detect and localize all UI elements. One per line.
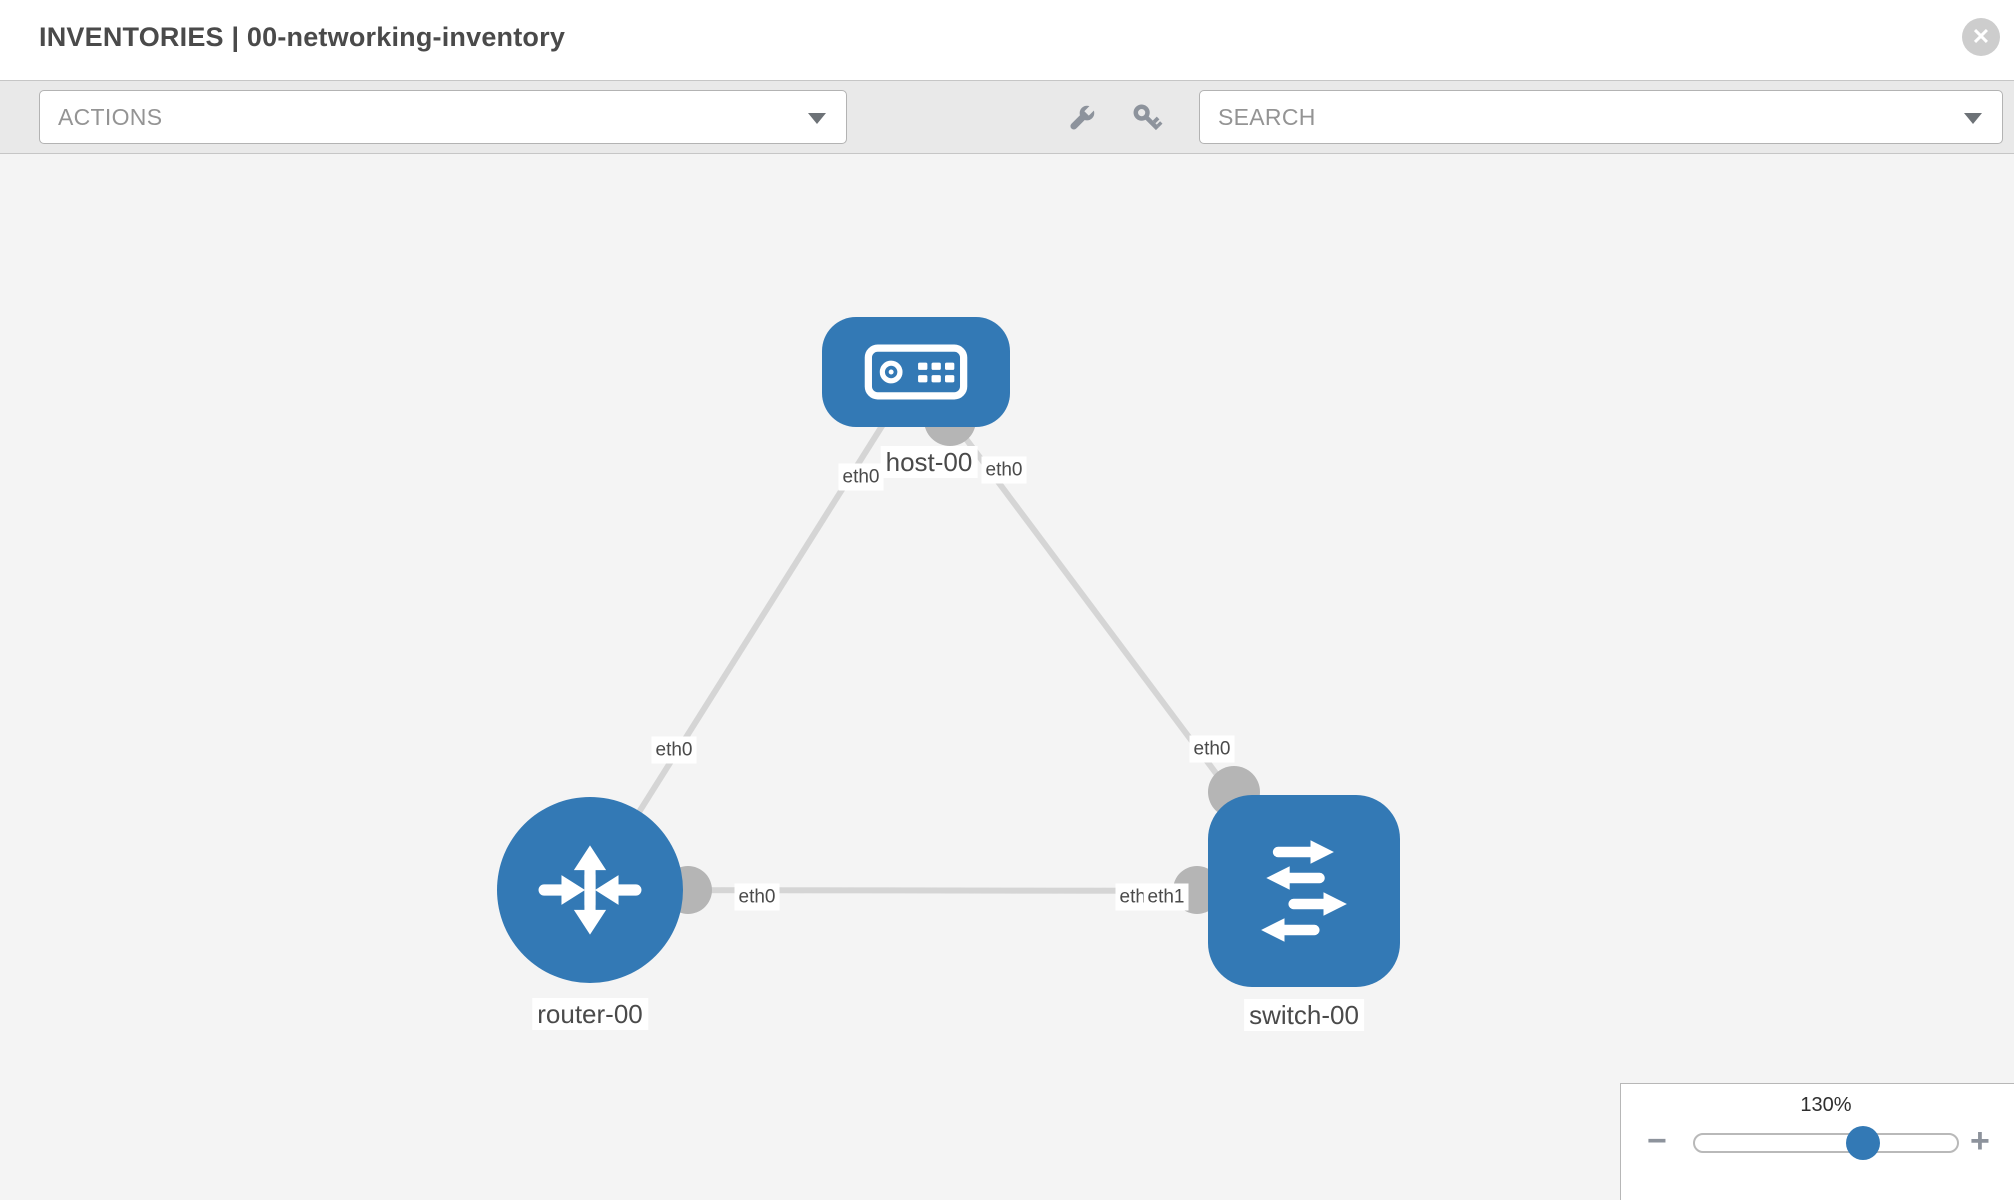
zoom-percent-label: 130% bbox=[1800, 1094, 1852, 1116]
actions-dropdown-label: ACTIONS bbox=[58, 103, 163, 130]
topology-canvas[interactable]: eth0 eth0 eth0 eth0 eth0 eth1 eth1 host-… bbox=[0, 154, 2014, 1200]
node-host-00[interactable] bbox=[822, 317, 1010, 427]
panel-header: INVENTORIES | 00-networking-inventory ✕ bbox=[0, 0, 2014, 80]
search-input[interactable] bbox=[1200, 91, 2002, 143]
interface-label: eth0 bbox=[651, 736, 697, 764]
host-icon bbox=[864, 344, 968, 400]
zoom-control-panel: 130% − + bbox=[1620, 1083, 2014, 1200]
link-host-router[interactable] bbox=[587, 370, 919, 892]
node-label-router: router-00 bbox=[532, 998, 648, 1030]
close-icon: ✕ bbox=[1971, 24, 1991, 49]
interface-label: eth1 bbox=[1143, 883, 1189, 911]
zoom-slider-track[interactable] bbox=[1693, 1133, 1959, 1153]
configure-button[interactable] bbox=[1063, 101, 1099, 137]
chevron-down-icon bbox=[1964, 113, 1982, 124]
switch-icon bbox=[1261, 840, 1347, 942]
topology-links-layer bbox=[587, 370, 1307, 914]
interface-label: eth0 bbox=[1189, 735, 1235, 763]
key-icon bbox=[1133, 104, 1163, 131]
node-label-host: host-00 bbox=[880, 446, 978, 478]
chevron-down-icon bbox=[808, 113, 826, 124]
node-label-switch: switch-00 bbox=[1244, 999, 1364, 1031]
interface-label: eth0 bbox=[981, 456, 1027, 484]
zoom-slider-handle[interactable] bbox=[1846, 1126, 1880, 1160]
zoom-out-button[interactable]: − bbox=[1647, 1122, 1667, 1160]
zoom-in-button[interactable]: + bbox=[1970, 1122, 1990, 1160]
router-icon bbox=[538, 845, 642, 935]
page-title: INVENTORIES | 00-networking-inventory bbox=[39, 22, 566, 52]
credentials-button[interactable] bbox=[1130, 101, 1166, 137]
toolbar: ACTIONS bbox=[0, 80, 2014, 154]
node-switch-00[interactable] bbox=[1208, 795, 1400, 987]
interface-label: eth0 bbox=[838, 463, 884, 491]
node-router-00[interactable] bbox=[497, 797, 683, 983]
actions-dropdown[interactable]: ACTIONS bbox=[39, 90, 847, 144]
interface-label: eth0 bbox=[734, 883, 780, 911]
close-button[interactable]: ✕ bbox=[1962, 18, 2000, 56]
wrench-icon bbox=[1070, 104, 1096, 130]
search-combobox[interactable] bbox=[1199, 90, 2003, 144]
